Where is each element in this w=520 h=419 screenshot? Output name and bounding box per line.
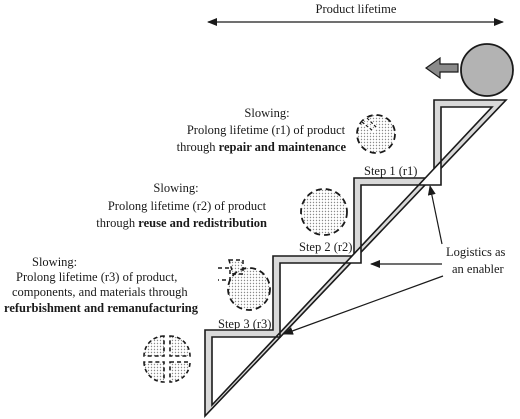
- logistics-label-line2: an enabler: [452, 262, 505, 276]
- annotation-r3-line3: refurbishment and remanufacturing: [4, 301, 199, 315]
- step2-circle: [300, 188, 348, 236]
- annotation-r1-line1: Prolong lifetime (r1) of product: [187, 123, 346, 137]
- product-ball: [460, 43, 514, 97]
- annotation-r2: Slowing: Prolong lifetime (r2) of produc…: [96, 181, 267, 230]
- annotation-r1: Slowing: Prolong lifetime (r1) of produc…: [177, 106, 347, 154]
- step3-label: Step 3 (r3): [218, 317, 271, 331]
- annotation-r3-heading: Slowing:: [32, 255, 77, 269]
- annotation-r3-line1: Prolong lifetime (r3) of product,: [16, 270, 177, 284]
- annotation-r3: Slowing: Prolong lifetime (r3) of produc…: [4, 255, 199, 315]
- staircase-inner: [211, 106, 494, 408]
- annotation-r2-line1: Prolong lifetime (r2) of product: [108, 199, 267, 213]
- disassembled-circle: [143, 335, 191, 383]
- step3-broken-circle: [218, 259, 271, 311]
- logistics-arrow-to-step1: [427, 185, 443, 245]
- ball-direction-arrow: [424, 56, 459, 80]
- annotation-r3-line2: components, and materials through: [12, 285, 188, 299]
- annotation-r2-line2: through reuse and redistribution: [96, 216, 267, 230]
- logistics-label-line1: Logistics as: [446, 245, 506, 259]
- annotation-r1-heading: Slowing:: [244, 106, 289, 120]
- annotation-r1-line2: through repair and maintenance: [177, 140, 347, 154]
- step2-label: Step 2 (r2): [299, 240, 352, 254]
- step1-label: Step 1 (r1): [364, 164, 417, 178]
- product-lifetime-label: Product lifetime: [316, 2, 397, 16]
- step1-broken-circle: [356, 114, 396, 154]
- logistics-arrow-to-step3: [283, 275, 444, 335]
- annotation-r2-heading: Slowing:: [153, 181, 198, 195]
